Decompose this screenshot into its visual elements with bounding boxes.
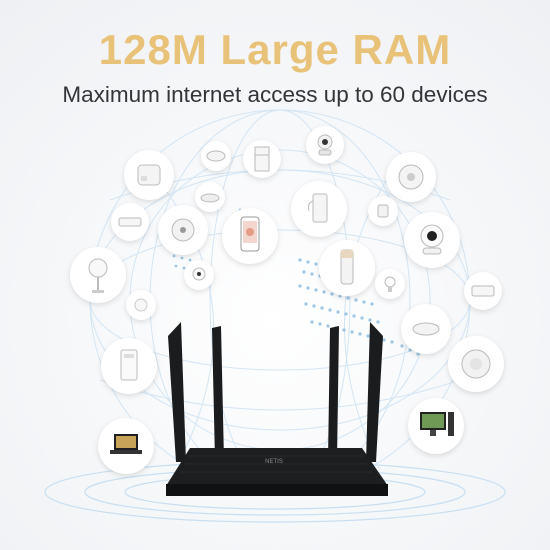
sensor-icon bbox=[386, 152, 436, 202]
robot-vacuum-icon bbox=[448, 336, 504, 392]
air-conditioner-icon bbox=[111, 203, 149, 241]
floor-fan-icon bbox=[70, 247, 126, 303]
subheadline: Maximum internet access up to 60 devices bbox=[62, 82, 488, 107]
smartphone-icon bbox=[222, 208, 278, 264]
switch-icon bbox=[464, 272, 502, 310]
headline: 128M Large RAM bbox=[98, 26, 452, 73]
laptop-icon bbox=[98, 418, 154, 474]
smart-speaker-icon bbox=[319, 240, 375, 296]
small-sensor-icon bbox=[126, 290, 156, 320]
rice-cooker-icon bbox=[124, 150, 174, 200]
bulb-icon bbox=[375, 269, 405, 299]
desktop-computer-icon bbox=[408, 398, 464, 454]
ceiling-light-icon bbox=[195, 182, 225, 212]
smoke-detector-icon bbox=[201, 141, 231, 171]
wall-light-icon bbox=[401, 304, 451, 354]
air-purifier-icon bbox=[101, 338, 157, 394]
fridge-icon bbox=[243, 140, 281, 178]
desk-camera-icon bbox=[184, 260, 214, 290]
speaker-icon bbox=[368, 196, 398, 226]
smart-camera-icon bbox=[306, 126, 344, 164]
security-camera-icon bbox=[404, 212, 460, 268]
water-purifier-icon bbox=[291, 181, 347, 237]
smart-lock-icon bbox=[158, 205, 208, 255]
router-logo: NETIS bbox=[265, 459, 283, 465]
